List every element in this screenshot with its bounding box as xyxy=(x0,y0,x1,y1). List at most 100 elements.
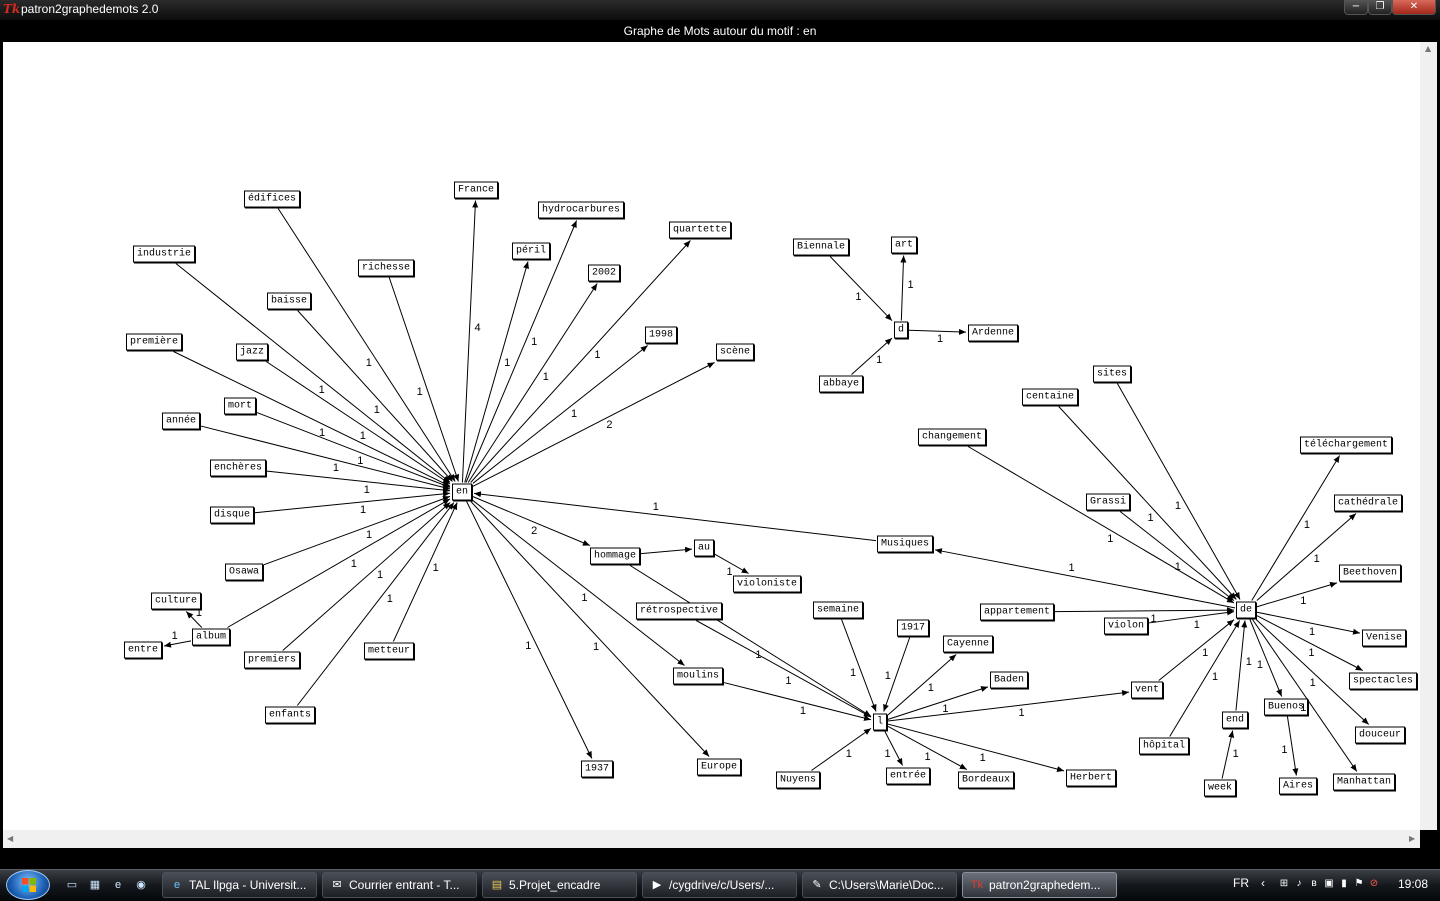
graph-node-week[interactable]: week xyxy=(1203,779,1237,797)
graph-node-moulins[interactable]: moulins xyxy=(672,667,724,685)
scroll-right-arrow-icon[interactable]: ▶ xyxy=(1409,834,1416,843)
title-bar[interactable]: Tk patron2graphedemots 2.0 − ❐ ✕ xyxy=(0,0,1440,20)
taskbar-item-3[interactable]: ▶/cygdrive/c/Users/... xyxy=(642,872,797,898)
switch-windows-icon[interactable]: ▦ xyxy=(89,879,101,891)
security-icon[interactable]: ⊘ xyxy=(1369,878,1379,889)
graph-node-culture[interactable]: culture xyxy=(150,592,202,610)
graph-node-grassi[interactable]: Grassi xyxy=(1085,493,1131,511)
graph-node-herbert[interactable]: Herbert xyxy=(1065,769,1117,787)
notepad-icon: ✎ xyxy=(812,879,822,891)
graph-node-y1917[interactable]: 1917 xyxy=(896,619,930,637)
graph-node-quartette[interactable]: quartette xyxy=(668,221,732,239)
taskbar-item-1[interactable]: ✉Courrier entrant - T... xyxy=(322,872,477,898)
graph-node-changement[interactable]: changement xyxy=(917,428,987,446)
taskbar-item-4[interactable]: ✎C:\Users\Marie\Doc... xyxy=(802,872,957,898)
graph-node-hydrocarbures[interactable]: hydrocarbures xyxy=(537,201,625,219)
graph-node-y1998[interactable]: 1998 xyxy=(644,326,678,344)
safely-remove-icon[interactable]: ▣ xyxy=(1324,878,1334,889)
graph-node-appartement[interactable]: appartement xyxy=(979,603,1055,621)
start-button[interactable] xyxy=(6,870,50,900)
graph-node-europe[interactable]: Europe xyxy=(696,758,742,776)
graph-node-peril[interactable]: péril xyxy=(511,242,551,260)
graph-node-hopital[interactable]: hôpital xyxy=(1138,737,1190,755)
horizontal-scrollbar[interactable]: ◀ ▶ xyxy=(3,830,1420,848)
graph-node-y2002[interactable]: 2002 xyxy=(587,264,621,282)
graph-node-bordeaux[interactable]: Bordeaux xyxy=(957,771,1015,789)
graph-node-ardenne[interactable]: Ardenne xyxy=(967,324,1019,342)
graph-node-telechargement[interactable]: téléchargement xyxy=(1299,436,1393,454)
taskbar-item-2[interactable]: ▤5.Projet_encadre xyxy=(482,872,637,898)
graph-node-premiere[interactable]: première xyxy=(125,333,183,351)
graph-node-centaine[interactable]: centaine xyxy=(1021,388,1079,406)
graph-node-scene[interactable]: scène xyxy=(715,343,755,361)
graph-node-entre[interactable]: entre xyxy=(123,641,163,659)
graph-node-album[interactable]: album xyxy=(191,628,231,646)
graph-node-biennale[interactable]: Biennale xyxy=(792,238,850,256)
graph-node-encheres[interactable]: enchères xyxy=(209,459,267,477)
flag-icon[interactable]: ⚑ xyxy=(1354,878,1364,889)
graph-node-d[interactable]: d xyxy=(893,321,909,339)
media-icon[interactable]: ◉ xyxy=(136,879,146,891)
graph-node-hommage[interactable]: hommage xyxy=(589,547,641,565)
language-indicator[interactable]: FR xyxy=(1233,876,1249,890)
graph-node-violoniste[interactable]: violoniste xyxy=(732,575,802,593)
close-button[interactable]: ✕ xyxy=(1392,0,1436,15)
graph-node-buenos[interactable]: Buenos xyxy=(1263,698,1309,716)
graph-node-spectacles[interactable]: spectacles xyxy=(1348,672,1418,690)
graph-node-baisse[interactable]: baisse xyxy=(266,292,312,310)
graph-node-vent[interactable]: vent xyxy=(1130,681,1164,699)
graph-node-au[interactable]: au xyxy=(693,539,715,557)
bluetooth-icon[interactable]: ʙ xyxy=(1311,878,1317,889)
graph-node-entree[interactable]: entrée xyxy=(885,767,931,785)
graph-node-y1937[interactable]: 1937 xyxy=(580,760,614,778)
graph-node-cathedrale[interactable]: cathédrale xyxy=(1333,494,1403,512)
ie-icon[interactable]: e xyxy=(114,879,122,891)
graph-node-premiers[interactable]: premiers xyxy=(243,651,301,669)
graph-node-venise[interactable]: Venise xyxy=(1361,629,1407,647)
vertical-scrollbar[interactable]: ▲ xyxy=(1420,42,1437,830)
graph-node-retrospective[interactable]: rétrospective xyxy=(635,602,723,620)
graph-node-musiques[interactable]: Musiques xyxy=(876,535,934,553)
graph-node-violon[interactable]: violon xyxy=(1103,617,1149,635)
graph-node-douceur[interactable]: douceur xyxy=(1354,726,1406,744)
scroll-up-arrow-icon[interactable]: ▲ xyxy=(1425,44,1432,53)
graph-node-en[interactable]: en xyxy=(451,483,473,501)
graph-node-osawa[interactable]: Osawa xyxy=(224,563,264,581)
graph-node-aires[interactable]: Aires xyxy=(1278,777,1318,795)
graph-node-beethoven[interactable]: Beethoven xyxy=(1338,564,1402,582)
graph-node-annee[interactable]: année xyxy=(161,412,201,430)
graph-node-abbaye[interactable]: abbaye xyxy=(818,375,864,393)
graph-node-manhattan[interactable]: Manhattan xyxy=(1332,773,1396,791)
volume-icon[interactable]: ♪ xyxy=(1296,878,1302,889)
tray-expand-chevron-icon[interactable]: ‹ xyxy=(1261,876,1265,890)
graph-node-france[interactable]: France xyxy=(453,181,499,199)
graph-node-metteur[interactable]: metteur xyxy=(363,642,415,660)
graph-node-richesse[interactable]: richesse xyxy=(357,259,415,277)
clock[interactable]: 19:08 xyxy=(1398,877,1429,891)
graph-node-sites[interactable]: sites xyxy=(1092,365,1132,383)
graph-node-l[interactable]: l xyxy=(872,713,888,731)
graph-node-jazz[interactable]: jazz xyxy=(235,343,269,361)
graph-node-cayenne[interactable]: Cayenne xyxy=(942,635,994,653)
graph-node-end[interactable]: end xyxy=(1221,711,1249,729)
battery-icon[interactable]: ▮ xyxy=(1341,878,1347,889)
graph-edge-richesse-en xyxy=(388,277,460,482)
graph-node-art[interactable]: art xyxy=(890,236,918,254)
maximize-button[interactable]: ❐ xyxy=(1368,0,1392,15)
minimize-button[interactable]: − xyxy=(1344,0,1368,15)
network-icon[interactable]: ⊞ xyxy=(1279,878,1289,889)
graph-node-enfants[interactable]: enfants xyxy=(264,706,316,724)
edge-weight-label: 1 xyxy=(979,751,986,764)
graph-node-industrie[interactable]: industrie xyxy=(132,245,196,263)
graph-node-nuyens[interactable]: Nuyens xyxy=(775,771,821,789)
graph-node-baden[interactable]: Baden xyxy=(989,671,1029,689)
graph-node-edifices[interactable]: édifices xyxy=(243,190,301,208)
graph-node-semaine[interactable]: semaine xyxy=(812,601,864,619)
graph-node-de[interactable]: de xyxy=(1235,601,1257,619)
graph-node-mort[interactable]: mort xyxy=(223,397,257,415)
show-desktop-icon[interactable]: ▭ xyxy=(66,879,78,891)
graph-node-disque[interactable]: disque xyxy=(209,506,255,524)
scroll-left-arrow-icon[interactable]: ◀ xyxy=(7,834,14,843)
